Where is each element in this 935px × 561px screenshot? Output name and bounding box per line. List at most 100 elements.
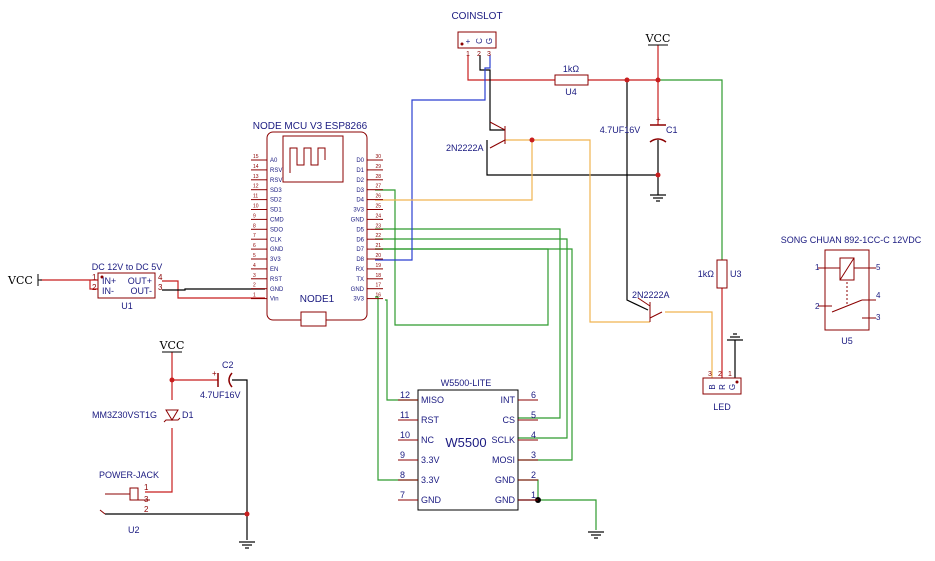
ground-icon xyxy=(588,531,604,539)
junction-dot xyxy=(244,511,250,517)
ground-icon xyxy=(727,333,743,341)
wire-w-misoL xyxy=(385,299,418,401)
svg-text:2: 2 xyxy=(92,283,97,292)
pin-name: D7 xyxy=(356,247,364,253)
pin-number: 13 xyxy=(253,174,259,180)
pin-number: 28 xyxy=(375,174,381,180)
resistor-u3: 1kΩ U3 xyxy=(698,259,742,289)
svg-text:D1: D1 xyxy=(182,410,194,420)
pin-name: 3.3V xyxy=(421,475,440,485)
pin-number: 30 xyxy=(375,154,381,160)
pin-number: 26 xyxy=(375,194,381,200)
pin-name: SD1 xyxy=(270,208,282,214)
pin-number: 2 xyxy=(253,283,256,289)
led-connector: B R G 3 2 1 LED xyxy=(702,371,742,412)
pin-name: D2 xyxy=(356,178,364,184)
pin-number: 6 xyxy=(531,390,536,400)
pin-number: 11 xyxy=(253,194,258,200)
pin-number: 19 xyxy=(375,263,381,269)
pin-name: D3 xyxy=(356,188,364,194)
pin-number: 6 xyxy=(253,243,256,249)
svg-text:2: 2 xyxy=(477,51,481,58)
pin-name: MOSI xyxy=(492,455,515,465)
pin-number: 7 xyxy=(253,233,256,239)
wire-vcc-r-u4 xyxy=(467,55,555,81)
svg-text:C2: C2 xyxy=(222,360,234,370)
pin-name: D4 xyxy=(356,198,364,204)
svg-text:4: 4 xyxy=(158,273,163,282)
pin-number: 9 xyxy=(400,450,405,460)
pin-name: 3.3V xyxy=(421,455,440,465)
w5500-module: W5500-LITE W5500 MISO12RST11NC103.3V93.3… xyxy=(398,378,538,511)
pin-name: NC xyxy=(421,435,434,445)
pin-number: 5 xyxy=(253,253,256,259)
pin-name: GND xyxy=(351,218,365,224)
junction-dot xyxy=(169,377,175,383)
svg-text:1kΩ: 1kΩ xyxy=(698,269,715,279)
pin-name: SD2 xyxy=(270,198,282,204)
svg-text:POWER-JACK: POWER-JACK xyxy=(99,470,159,480)
pin-name: RST xyxy=(421,415,440,425)
wire-c2-gnd xyxy=(232,379,248,540)
svg-text:C1: C1 xyxy=(666,125,678,135)
svg-text:IN+: IN+ xyxy=(102,276,116,286)
svg-text:5: 5 xyxy=(876,263,881,272)
wire-q2-led xyxy=(665,311,713,378)
pin-name: GND xyxy=(421,495,442,505)
pin-number: 10 xyxy=(400,430,410,440)
relay-u5: SONG CHUAN 892-1CC-C 12VDC 1 5 2 4 3 U5 xyxy=(781,235,922,346)
pin-name: CMD xyxy=(270,218,284,224)
wire-w-cs xyxy=(375,228,561,419)
pin-number: 4 xyxy=(531,430,536,440)
wire-d1-jack xyxy=(145,428,173,493)
pin-name: RSV xyxy=(270,178,282,184)
wire-q1-base-d4 xyxy=(375,139,533,201)
pin-number: 11 xyxy=(400,410,409,420)
pin-number: 12 xyxy=(253,184,259,190)
svg-text:U4: U4 xyxy=(565,87,577,97)
vcc-label: VCC xyxy=(159,339,185,352)
svg-text:4.7UF16V: 4.7UF16V xyxy=(600,125,641,135)
svg-text:+: + xyxy=(466,37,471,46)
pin-number: 25 xyxy=(375,204,381,210)
pin-name: SCLK xyxy=(491,435,515,445)
svg-text:G: G xyxy=(485,38,494,44)
svg-text:W5500-LITE: W5500-LITE xyxy=(441,378,492,388)
svg-text:MM3Z30VST1G: MM3Z30VST1G xyxy=(92,410,157,420)
pin-name: 3V3 xyxy=(353,208,364,214)
junction-dot xyxy=(655,77,661,83)
svg-text:1: 1 xyxy=(144,483,149,492)
wire-w-gnd xyxy=(518,479,597,530)
capacitor-c2: + C2 4.7UF16V xyxy=(200,360,241,400)
svg-text:1: 1 xyxy=(815,263,820,272)
svg-text:1kΩ: 1kΩ xyxy=(563,64,580,74)
pin-number: 21 xyxy=(375,243,381,249)
pin-name: A0 xyxy=(270,158,278,164)
pin-number: 8 xyxy=(400,470,405,480)
pin-number: 7 xyxy=(400,490,405,500)
svg-text:SONG CHUAN 892-1CC-C 12VDC: SONG CHUAN 892-1CC-C 12VDC xyxy=(781,235,922,245)
nodemcu-left-pins: A015RSV14RSV13SD312SD211SD110CMD9SDO8CLK… xyxy=(251,154,284,303)
wire-q1-emit xyxy=(486,140,658,176)
pin-name: Vin xyxy=(270,297,279,303)
pin-name: SDO xyxy=(270,227,283,233)
transistor-q1: 2N2222A xyxy=(446,121,506,153)
svg-text:OUT+: OUT+ xyxy=(128,276,152,286)
pin-name: GND xyxy=(270,287,284,293)
svg-text:U3: U3 xyxy=(730,269,742,279)
pin-name: RX xyxy=(356,267,364,273)
svg-text:OUT-: OUT- xyxy=(131,286,153,296)
svg-text:U5: U5 xyxy=(841,336,853,346)
vcc-label: VCC xyxy=(645,32,671,45)
coinslot-connector: COINSLOT + C G 1 2 3 xyxy=(451,11,502,58)
pin-number: 3 xyxy=(531,450,536,460)
pin-number: 4 xyxy=(253,263,256,269)
pin-number: 3 xyxy=(253,273,256,279)
junctions xyxy=(169,77,661,517)
pin-number: 18 xyxy=(375,273,381,279)
junction-dot xyxy=(624,77,630,83)
pin-number: 12 xyxy=(400,390,410,400)
